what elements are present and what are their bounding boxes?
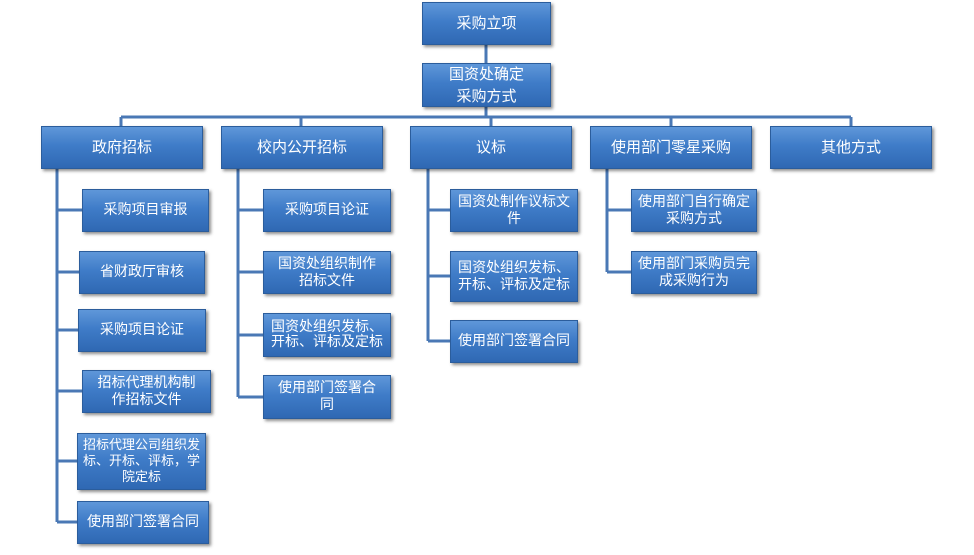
node-step: 采购项目审报 bbox=[82, 189, 209, 232]
node-step: 省财政厅审核 bbox=[79, 251, 205, 294]
node-step: 招标代理公司组织发标、开标、评标，学院定标 bbox=[77, 433, 206, 490]
node-step: 使用部门签署合同 bbox=[77, 501, 209, 544]
node-method-department-purchase: 使用部门零星采购 bbox=[590, 126, 752, 169]
node-step: 使用部门签署合同 bbox=[450, 320, 578, 363]
node-step: 招标代理机构制作招标文件 bbox=[82, 370, 211, 413]
node-step: 使用部门自行确定采购方式 bbox=[631, 189, 757, 232]
node-step: 使用部门采购员完成采购行为 bbox=[631, 251, 757, 294]
node-step: 采购项目论证 bbox=[263, 189, 391, 232]
node-method-negotiation: 议标 bbox=[410, 126, 572, 169]
node-step: 国资处组织发标、开标、评标及定标 bbox=[263, 313, 391, 357]
node-step: 国资处组织发标、开标、评标及定标 bbox=[450, 251, 578, 302]
node-method-other: 其他方式 bbox=[770, 126, 932, 169]
node-root: 采购立项 bbox=[422, 2, 551, 45]
node-decision: 国资处确定采购方式 bbox=[422, 63, 551, 107]
node-step: 国资处制作议标文件 bbox=[450, 189, 578, 232]
node-method-campus-tender: 校内公开招标 bbox=[221, 126, 383, 169]
node-step: 使用部门签署合同 bbox=[263, 375, 391, 419]
node-step: 采购项目论证 bbox=[78, 309, 206, 352]
node-method-gov-tender: 政府招标 bbox=[41, 126, 203, 169]
node-step: 国资处组织制作招标文件 bbox=[263, 251, 391, 294]
